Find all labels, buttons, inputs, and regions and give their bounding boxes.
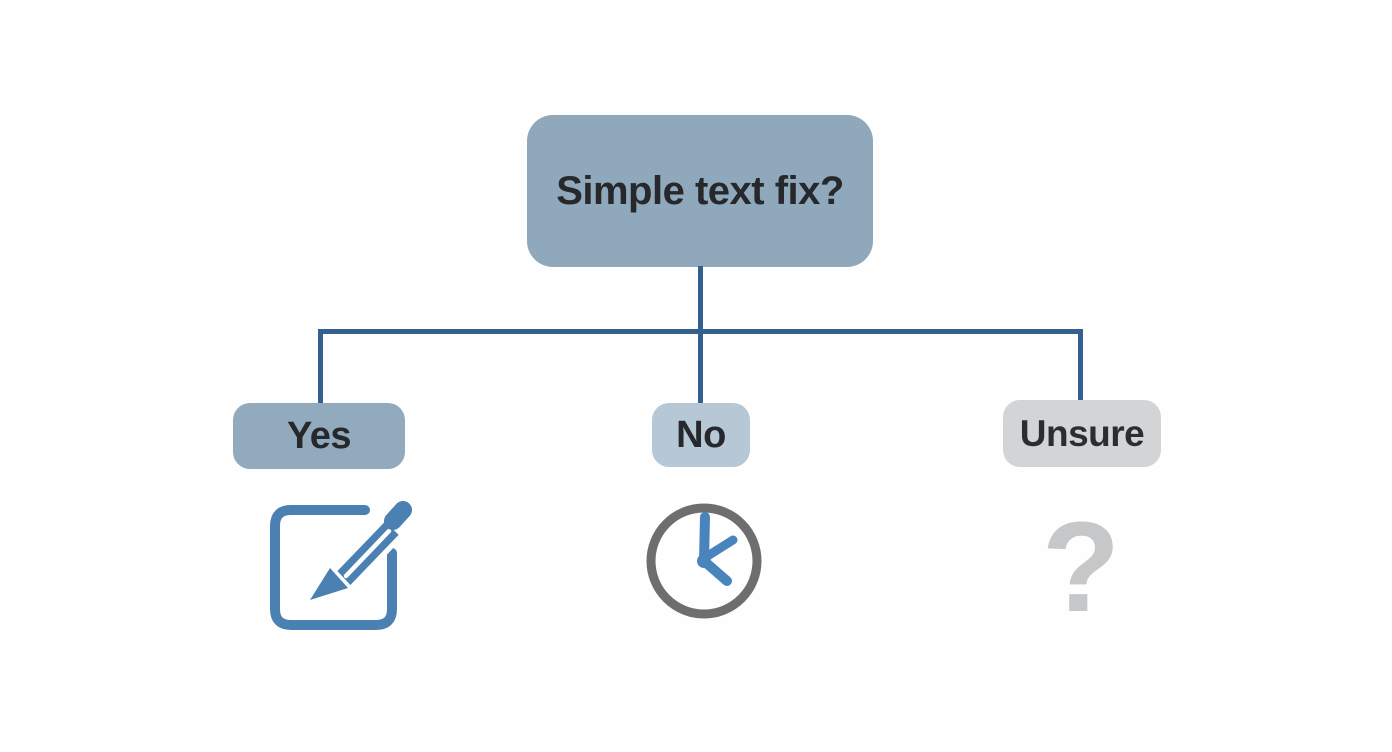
decision-node-root: Simple text fix? <box>527 115 873 267</box>
branch-node-unsure-label: Unsure <box>1019 412 1145 454</box>
connector-stem <box>698 266 703 331</box>
question-mark-icon: ? <box>1015 488 1147 648</box>
connector-drop-no <box>698 331 703 404</box>
decision-node-root-label: Simple text fix? <box>556 168 844 213</box>
branch-node-yes: Yes <box>233 403 405 469</box>
clock-ring <box>646 503 762 619</box>
edit-icon <box>262 492 418 642</box>
branch-node-no: No <box>652 403 750 467</box>
branch-node-no-label: No <box>676 413 726 456</box>
clock-icon <box>643 500 767 624</box>
question-mark-glyph: ? <box>1041 496 1121 639</box>
clock-hands <box>697 512 738 586</box>
connector-drop-unsure <box>1078 331 1083 401</box>
branch-node-yes-label: Yes <box>286 414 352 457</box>
branch-node-unsure: Unsure <box>1003 400 1161 467</box>
connector-drop-yes <box>318 331 323 404</box>
